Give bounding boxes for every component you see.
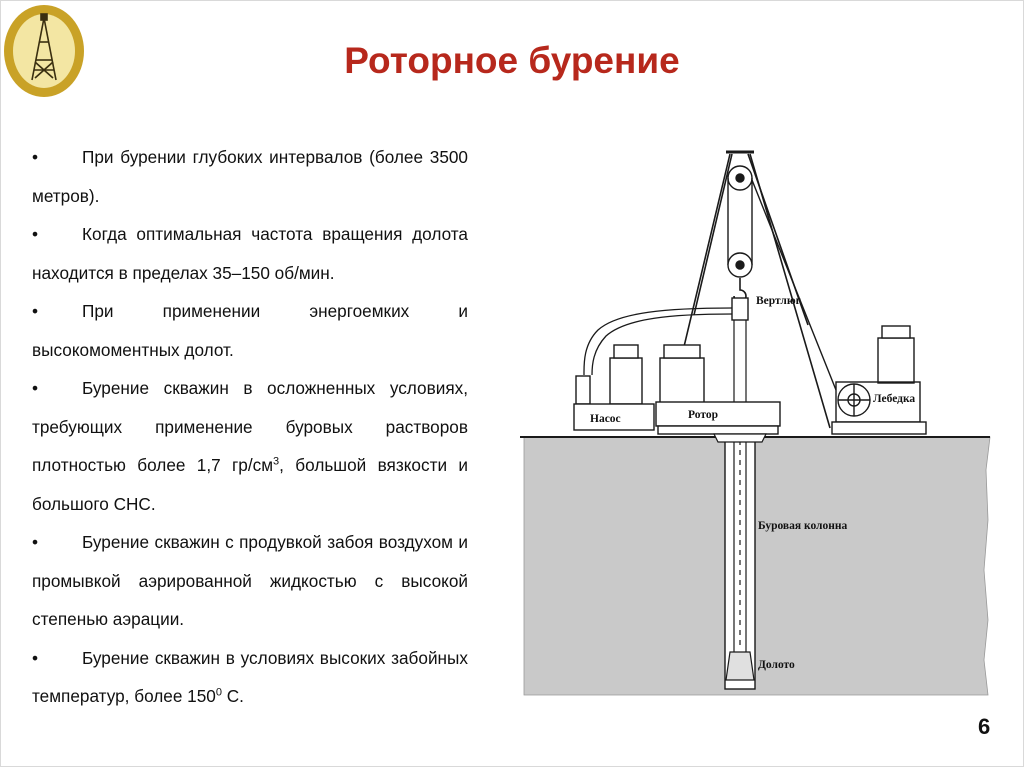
department-logo <box>4 5 84 97</box>
bullet-text-part: , большой вязкости и большого СНС. <box>32 455 468 514</box>
mud-hose <box>583 307 733 376</box>
mud-hose <box>591 313 733 376</box>
bullet-text: Когда оптимальная частота вращения долот… <box>32 224 468 283</box>
bullet-text-part: Бурение скважин в условиях высоких забой… <box>32 647 468 707</box>
label-swivel: Вертлюг <box>756 295 801 307</box>
label-rotor: Ротор <box>688 409 718 421</box>
bullet-marker: • <box>32 378 39 398</box>
bullet-marker: • <box>32 224 39 244</box>
drill-bit-icon <box>725 651 755 681</box>
drilling-rig-emblem-icon <box>31 13 57 81</box>
bullet-text-part: Бурение скважин в осложненных условиях, … <box>32 378 468 475</box>
rotary-table-flange <box>713 433 767 443</box>
label-pump: Насос <box>590 413 621 425</box>
page-number: 6 <box>978 714 991 739</box>
label-winch: Лебедка <box>873 393 915 405</box>
slide-title: Роторное бурение <box>344 40 680 81</box>
bullet-text-part: С. <box>221 686 244 706</box>
bullet-marker: • <box>32 647 39 668</box>
pump-unit <box>573 344 655 431</box>
bullet-item: • Бурение скважин в осложненных условиях… <box>32 369 468 523</box>
pulley-system-icon <box>727 165 837 391</box>
bullet-text: При бурении глубоких интервалов (более 3… <box>32 147 468 206</box>
bullet-text: Бурение скважин в осложненных условиях, … <box>32 369 468 523</box>
bullet-item: • Когда оптимальная частота вращения дол… <box>32 215 468 292</box>
label-drill-string: Буровая колонна <box>758 520 848 532</box>
bullet-text: Бурение скважин с продувкой забоя воздух… <box>32 532 468 629</box>
drill-string <box>733 320 747 660</box>
bullet-item: • При бурении глубоких интервалов (более… <box>32 138 468 215</box>
bullet-marker: • <box>32 301 39 321</box>
rotary-drilling-diagram: Вертлюг Насос Ротор Лебедка Буровая коло… <box>520 150 991 696</box>
bullet-marker: • <box>32 147 39 167</box>
bullet-item: • При применении энергоемких и высокомом… <box>32 292 468 369</box>
bullet-item: • Бурение скважин в условиях высоких заб… <box>32 639 468 716</box>
winch-unit <box>831 325 927 435</box>
bullet-list: • При бурении глубоких интервалов (более… <box>32 138 468 716</box>
label-bit: Долото <box>758 659 795 671</box>
ground-section <box>523 436 991 696</box>
swivel <box>731 297 749 321</box>
bullet-item: • Бурение скважин с продувкой забоя возд… <box>32 523 468 639</box>
bullet-text: При применении энергоемких и высокомомен… <box>32 301 468 360</box>
rotor-unit <box>655 344 781 435</box>
superscript: 3 <box>273 455 280 468</box>
bullet-marker: • <box>32 532 39 552</box>
bullet-text: Бурение скважин в условиях высоких забой… <box>32 639 468 716</box>
superscript: 0 <box>215 686 222 699</box>
